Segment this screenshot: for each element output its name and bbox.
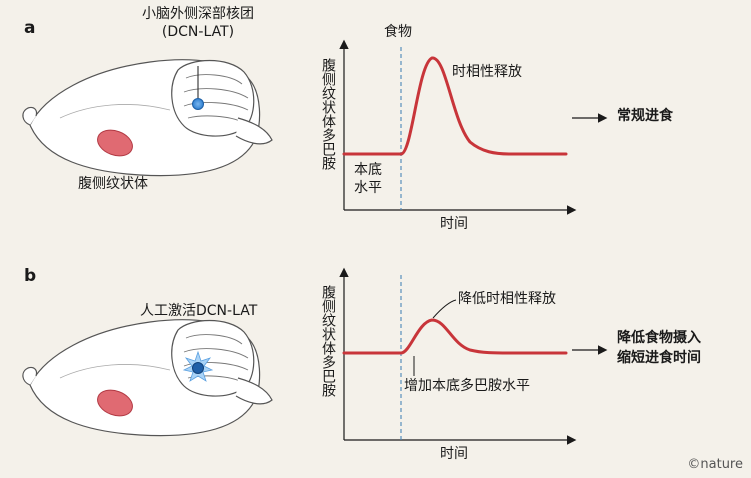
food-label: 食物: [384, 24, 412, 40]
x-axis-label-b: 时间: [440, 446, 468, 462]
panel-label-a: a: [24, 18, 36, 38]
baseline-label-line1: 本底: [354, 162, 382, 178]
brain-b: [22, 319, 273, 437]
plot-a: [339, 39, 608, 215]
x-axis-label-a: 时间: [440, 216, 468, 232]
striatum-label-a: 腹侧纹状体: [78, 176, 148, 192]
dcn-activated-b: [182, 350, 214, 382]
outcome-label-b-line1: 降低食物摄入: [617, 330, 701, 346]
nature-credit: ©nature: [687, 457, 743, 472]
peak-leader-b: [432, 299, 457, 319]
phasic-release-label-b: 降低时相性释放: [458, 291, 556, 307]
dopamine-curve-a: [342, 56, 568, 156]
dcn-label-line1: 小脑外侧深部核团: [142, 6, 254, 22]
dcn-label-line2: (DCN-LAT): [161, 24, 235, 40]
baseline-label-b: 增加本底多巴胺水平: [404, 378, 530, 394]
y-axis-label-a: 腹侧纹状体多巴胺: [320, 58, 336, 170]
baseline-label-line2: 水平: [354, 180, 382, 196]
y-axis-label-b: 腹侧纹状体多巴胺: [320, 285, 336, 397]
dopamine-curve-b: [342, 318, 568, 355]
panel-label-b: b: [24, 266, 37, 286]
phasic-release-label-a: 时相性释放: [452, 64, 522, 80]
plot-b: [339, 267, 608, 445]
outcome-label-a: 常规进食: [617, 108, 673, 124]
outcome-label-b-line2: 缩短进食时间: [617, 350, 701, 366]
dcn-dot-a: [192, 98, 204, 110]
brain-a: [22, 59, 273, 177]
activation-label-b: 人工激活DCN-LAT: [140, 303, 258, 319]
